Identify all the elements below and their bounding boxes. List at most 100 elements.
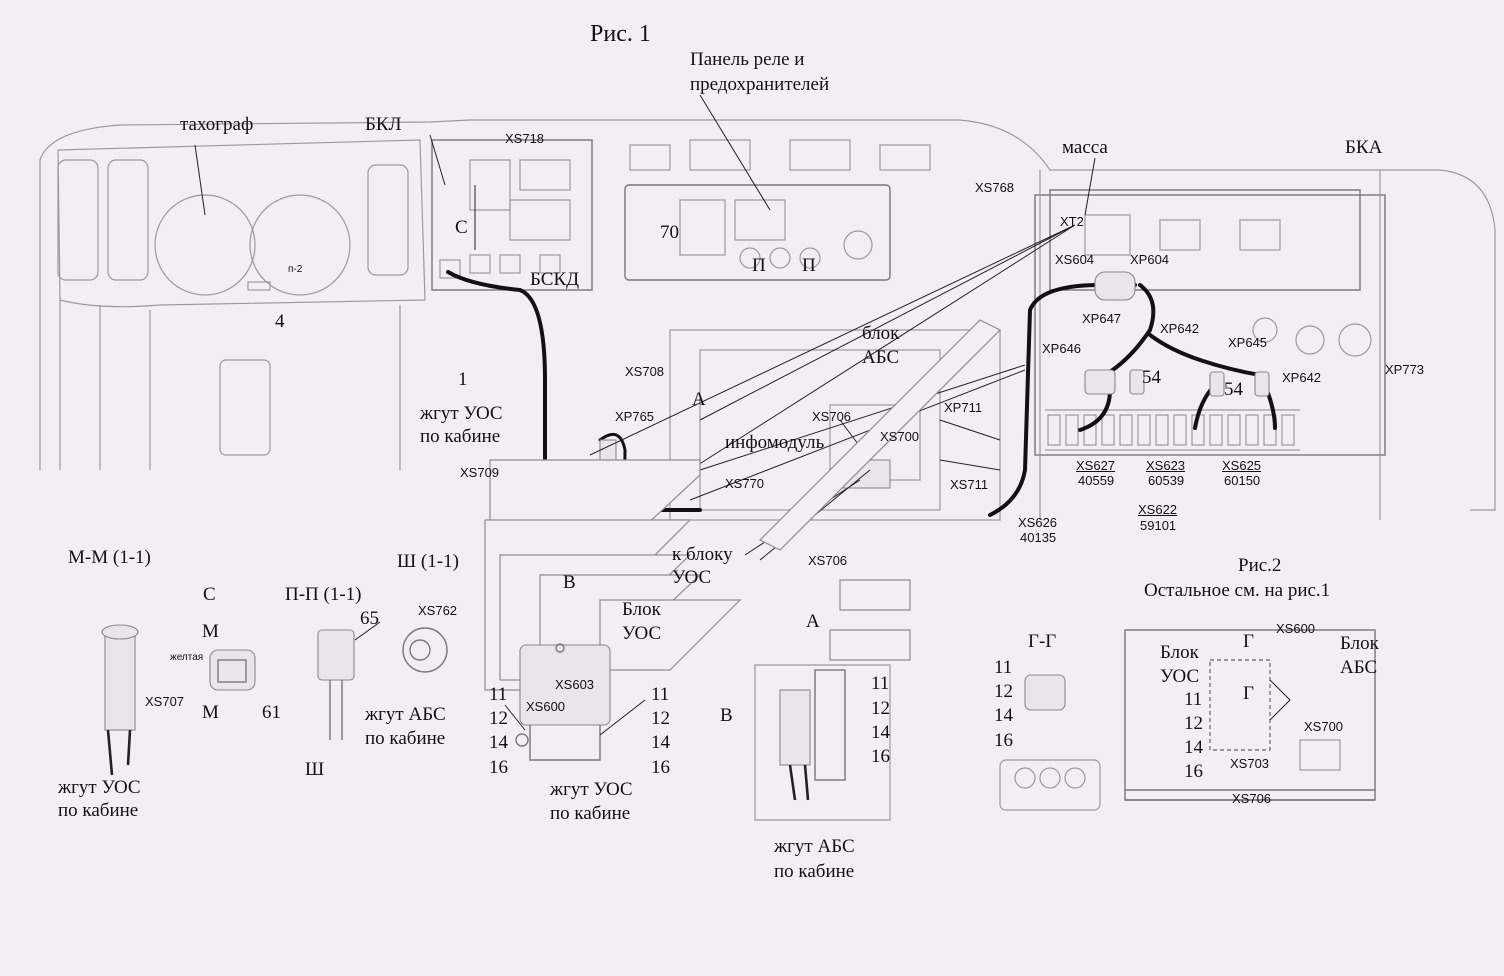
mm-harness-1: жгут УОС [58, 777, 141, 798]
relay-panel-label-2: предохранителей [690, 74, 830, 95]
fig2-g-upper: Г [1243, 631, 1254, 652]
relay-panel-label-1: Панель реле и [690, 49, 805, 70]
abs-harness-1: жгут АБС [365, 704, 446, 725]
xs768-label: XS768 [975, 180, 1015, 195]
xs770-label: XS770 [725, 476, 765, 491]
fig2-subtitle: Остальное см. на рис.1 [1144, 580, 1331, 601]
xp647-label: XP647 [1082, 311, 1122, 326]
xs708-label: XS708 [625, 364, 665, 379]
xs718-label: XS718 [505, 131, 545, 146]
m-upper: М [202, 621, 219, 642]
a-pin-16: 16 [871, 746, 890, 767]
xp642a-label: XP642 [1160, 321, 1200, 336]
tachograph-label: тахограф [180, 114, 254, 135]
to-uos-label-2: УОС [672, 567, 712, 588]
c-title: С [203, 584, 216, 605]
xs625-label: XS625 [1222, 458, 1262, 473]
fig2-abs-1: Блок [1340, 633, 1379, 654]
xs707-label: XS707 [145, 694, 185, 709]
uos-pin-r-14: 14 [651, 732, 670, 753]
p2-label: п-2 [288, 264, 303, 275]
mm-harness-2: по кабине [58, 800, 139, 821]
xs626-label: XS626 [1018, 515, 1058, 530]
uos-harness-1: жгут УОС [550, 779, 633, 800]
abs2-harness-2: по кабине [774, 861, 855, 882]
fig2-abs-2: АБС [1340, 657, 1378, 678]
fig2-xs703: XS703 [1230, 756, 1270, 771]
item-54b-label: 54 [1224, 379, 1243, 400]
view-a-mark: А [806, 611, 820, 632]
xs762-label: XS762 [418, 603, 458, 618]
section-c-label: С [455, 217, 468, 238]
fig2-pin-12: 12 [1184, 713, 1203, 734]
fig2-pin-16: 16 [1184, 761, 1203, 782]
abs-block-label-1: блок [862, 323, 900, 344]
sh-title: Ш (1-1) [397, 551, 459, 572]
item-4-label: 4 [275, 311, 285, 332]
item-70-label: 70 [660, 222, 679, 243]
view-b-label: В [563, 572, 576, 593]
uos-pin-l-11: 11 [489, 684, 508, 705]
xp773-label: XP773 [1385, 362, 1425, 377]
xp642b-label: XP642 [1282, 370, 1322, 385]
item-61-label: 61 [262, 702, 281, 723]
xs706b-label: XS706 [808, 553, 848, 568]
m-lower: М [202, 702, 219, 723]
xs600-label: XS600 [526, 699, 566, 714]
fig2-xs706: XS706 [1232, 791, 1272, 806]
view-a-label: А [692, 389, 706, 410]
xp711-label: XP711 [944, 400, 983, 415]
n60150-label: 60150 [1224, 473, 1261, 488]
uos-pin-r-12: 12 [651, 708, 670, 729]
g-pin-14: 14 [994, 705, 1013, 726]
a-pin-14: 14 [871, 722, 890, 743]
yellow-label: желтая [170, 652, 204, 663]
fig2-uos-2: УОС [1160, 666, 1200, 687]
g-pin-11: 11 [994, 657, 1013, 678]
item-54a-label: 54 [1142, 367, 1161, 388]
xp646-label: XP646 [1042, 341, 1082, 356]
uos-harness-label-2: по кабине [420, 426, 501, 447]
bka-label: БКА [1345, 137, 1383, 158]
uos-pin-l-12: 12 [489, 708, 508, 729]
fig2-xs700: XS700 [1304, 719, 1344, 734]
xs623-label: XS623 [1146, 458, 1186, 473]
uos-pin-l-14: 14 [489, 732, 508, 753]
abs-block-label-2: АБС [862, 347, 900, 368]
xp604-label: XP604 [1130, 252, 1170, 267]
n60539-label: 60539 [1148, 473, 1185, 488]
to-uos-label-1: к блоку [672, 544, 733, 565]
n59101-label: 59101 [1140, 518, 1177, 533]
uos-pin-r-11: 11 [651, 684, 670, 705]
section-p-right: П [802, 255, 816, 276]
uos-pin-r-16: 16 [651, 757, 670, 778]
section-p-left: П [752, 255, 766, 276]
fig2-pin-14: 14 [1184, 737, 1203, 758]
xs622-label: XS622 [1138, 502, 1178, 517]
n40559-label: 40559 [1078, 473, 1115, 488]
n40135-label: 40135 [1020, 530, 1057, 545]
mass-label: масса [1062, 137, 1108, 158]
uos-block-1: Блок [622, 599, 661, 620]
xs706-label: XS706 [812, 409, 852, 424]
fig1-title: Рис. 1 [590, 21, 651, 47]
item-65-label: 65 [360, 608, 379, 629]
abs-harness-2: по кабине [365, 728, 446, 749]
xs709-label: XS709 [460, 465, 500, 480]
uos-pin-l-16: 16 [489, 757, 508, 778]
xs627-label: XS627 [1076, 458, 1116, 473]
fig2-xs600: XS600 [1276, 621, 1316, 636]
infomodule-label: инфомодуль [725, 432, 825, 453]
g-pin-12: 12 [994, 681, 1013, 702]
xp765-label: XP765 [615, 409, 655, 424]
bkl-label: БКЛ [365, 114, 402, 135]
gg-title: Г-Г [1028, 631, 1057, 652]
pp-title: П-П (1-1) [285, 584, 362, 605]
fig2-pin-11: 11 [1184, 689, 1203, 710]
xt2-label: XT2 [1060, 214, 1084, 229]
xs604-label: XS604 [1055, 252, 1095, 267]
uos-block-2: УОС [622, 623, 662, 644]
uos-harness-2: по кабине [550, 803, 631, 824]
xs700-label: XS700 [880, 429, 920, 444]
